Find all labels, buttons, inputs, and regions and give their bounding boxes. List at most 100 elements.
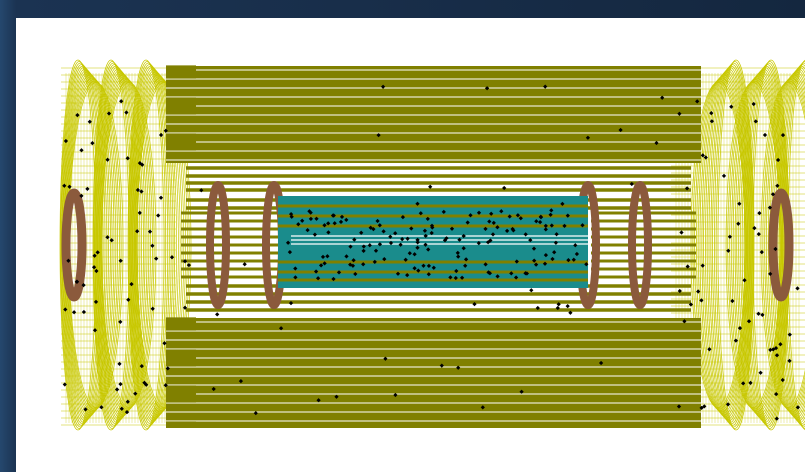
- hit-marker: [133, 391, 138, 396]
- endcap-wire-ellipse: [764, 79, 805, 411]
- ring-disk: [628, 181, 652, 309]
- hit-marker: [423, 233, 428, 239]
- endcap-wire-ellipse: [778, 67, 805, 423]
- hit-marker: [375, 218, 380, 224]
- hit-marker: [629, 181, 634, 187]
- hit-marker: [150, 243, 155, 248]
- hit-marker: [523, 232, 528, 237]
- endcap-wire-ellipse: [96, 70, 142, 420]
- endcap-wire-ellipse: [127, 59, 165, 431]
- endcap-wire-ellipse: [101, 80, 155, 410]
- hit-marker: [598, 360, 604, 366]
- hit-marker: [331, 276, 336, 282]
- endcap-wire-ellipse: [766, 77, 805, 413]
- hit-marker: [736, 221, 741, 226]
- hit-marker: [62, 183, 67, 188]
- hit-marker: [367, 243, 372, 248]
- hit-marker: [373, 248, 379, 253]
- hit-marker: [461, 233, 466, 239]
- hit-marker: [361, 262, 366, 267]
- hit-marker: [756, 231, 761, 237]
- endcap-wire-ellipse: [98, 73, 146, 417]
- ring-disk: [768, 188, 794, 302]
- hit-marker: [418, 211, 423, 216]
- hit-marker: [199, 188, 204, 193]
- hit-marker: [746, 319, 752, 324]
- hit-marker: [565, 213, 570, 218]
- hit-marker: [87, 119, 92, 124]
- hit-marker: [507, 214, 512, 219]
- hit-marker: [468, 213, 473, 218]
- hit-marker: [253, 410, 258, 416]
- hit-marker: [535, 305, 540, 311]
- hit-marker: [344, 217, 349, 223]
- hit-marker: [758, 370, 763, 375]
- hit-marker: [361, 248, 366, 254]
- hit-marker: [707, 347, 712, 352]
- hit-marker: [361, 244, 366, 249]
- inner-tracker-body: [278, 196, 588, 288]
- hit-marker: [400, 236, 405, 242]
- hit-marker: [339, 214, 345, 220]
- hit-marker: [725, 402, 731, 407]
- hit-marker: [444, 236, 449, 241]
- hit-marker: [431, 265, 436, 270]
- hit-marker: [795, 286, 800, 291]
- hit-marker: [502, 185, 507, 191]
- ring-disk: [61, 188, 87, 302]
- hit-marker: [759, 249, 764, 255]
- barrel-band: [166, 318, 701, 428]
- hit-marker: [554, 232, 559, 237]
- hit-marker: [768, 347, 773, 353]
- hit-marker: [300, 218, 305, 223]
- detector-diagram: [59, 59, 805, 431]
- hit-marker: [352, 237, 357, 242]
- hit-marker: [696, 289, 701, 294]
- hit-marker: [332, 221, 337, 226]
- hit-marker: [774, 391, 779, 397]
- hit-marker: [326, 221, 331, 226]
- hit-marker: [491, 220, 496, 226]
- hit-marker: [338, 219, 344, 225]
- hit-marker: [398, 242, 403, 247]
- hit-marker: [780, 377, 785, 383]
- hit-marker: [455, 250, 460, 256]
- hit-marker: [774, 416, 779, 421]
- hit-marker: [519, 389, 524, 394]
- hit-marker: [287, 249, 293, 255]
- outer-barrel-top: [166, 65, 701, 163]
- hit-marker: [737, 201, 742, 206]
- hit-marker: [618, 127, 623, 133]
- hit-marker: [571, 257, 576, 262]
- hit-marker: [314, 216, 319, 221]
- hit-marker: [476, 240, 481, 246]
- endcap-wire-ellipse: [784, 62, 805, 428]
- hit-marker: [393, 231, 398, 236]
- hit-marker: [568, 310, 573, 315]
- hit-marker: [308, 216, 314, 222]
- hit-marker: [489, 211, 494, 216]
- hit-marker: [118, 258, 123, 263]
- hit-marker: [105, 235, 110, 240]
- endcap-wire-ellipse: [712, 64, 753, 426]
- hit-marker: [415, 201, 420, 206]
- hit-marker: [461, 246, 466, 251]
- hit-marker: [124, 110, 129, 115]
- hit-marker: [425, 216, 430, 222]
- hit-marker: [85, 186, 90, 192]
- hit-marker: [654, 140, 659, 146]
- endcap-wire-ellipse: [725, 82, 781, 408]
- hit-marker: [137, 210, 142, 216]
- hit-marker: [483, 226, 488, 232]
- hit-marker: [787, 332, 792, 337]
- diagram-panel: [16, 18, 805, 472]
- hit-marker: [405, 236, 410, 241]
- hit-marker: [119, 99, 124, 104]
- hit-marker: [741, 381, 746, 386]
- hit-marker: [726, 248, 731, 253]
- hit-marker: [163, 383, 168, 388]
- hit-marker: [499, 209, 504, 214]
- hit-marker: [428, 184, 433, 189]
- hit-marker: [377, 223, 382, 228]
- hit-marker: [510, 226, 515, 232]
